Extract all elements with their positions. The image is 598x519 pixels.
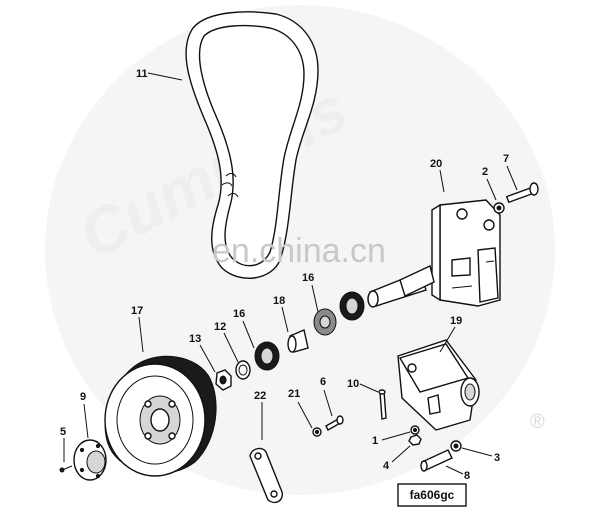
callout-12: 12 [214, 321, 226, 333]
callout-2: 2 [482, 166, 488, 178]
idler-pulley [104, 355, 217, 477]
hub-screw [59, 465, 73, 473]
site-watermark: en.china.cn [212, 232, 386, 270]
tensioner-link [249, 447, 283, 504]
bearing-upper [339, 291, 365, 321]
callout-20: 20 [430, 158, 442, 170]
retaining-ring [235, 360, 251, 380]
pulley-nut [215, 369, 232, 391]
hub-plate [73, 439, 107, 481]
small-bolt [325, 415, 344, 431]
callout-9: 9 [80, 391, 86, 403]
callout-7: 7 [503, 153, 509, 165]
callout-1: 1 [372, 435, 378, 447]
callout-13: 13 [189, 333, 201, 345]
figure-id-box: fa606gc [397, 483, 467, 507]
bracket-bolt [505, 182, 539, 204]
spacer-upper [313, 308, 337, 336]
registered-mark: ® [530, 411, 545, 433]
callout-22: 22 [254, 390, 266, 402]
callout-5: 5 [60, 426, 66, 438]
tensioner-nut [408, 434, 422, 446]
mounting-bracket [431, 199, 501, 307]
callout-16-upper: 16 [302, 272, 314, 284]
callout-21: 21 [288, 388, 300, 400]
tensioner-bolt [378, 389, 387, 420]
drive-belt [185, 11, 319, 279]
leader-lines [63, 72, 518, 475]
callout-6: 6 [320, 376, 326, 388]
figure-id: fa606gc [410, 488, 455, 502]
idler-shaft [367, 265, 435, 308]
callout-19: 19 [450, 315, 462, 327]
small-washer [312, 427, 322, 437]
bracket-washer [493, 202, 505, 214]
callout-11: 11 [136, 68, 148, 80]
callout-3: 3 [494, 452, 500, 464]
callout-17: 17 [131, 305, 143, 317]
callout-16-lower: 16 [233, 308, 245, 320]
callout-4: 4 [383, 460, 390, 472]
callout-10: 10 [347, 378, 359, 390]
tensioner-washer [410, 425, 420, 435]
bearing-lower [254, 341, 280, 371]
sleeve-washer [450, 440, 462, 452]
callout-18: 18 [273, 295, 285, 307]
callout-labels: 11 20 2 7 16 18 16 17 13 12 19 10 6 21 2… [60, 68, 509, 482]
tensioner-sleeve [420, 449, 453, 472]
spacer-tube [287, 329, 309, 353]
callout-8: 8 [464, 470, 470, 482]
tensioner-body [397, 339, 480, 431]
